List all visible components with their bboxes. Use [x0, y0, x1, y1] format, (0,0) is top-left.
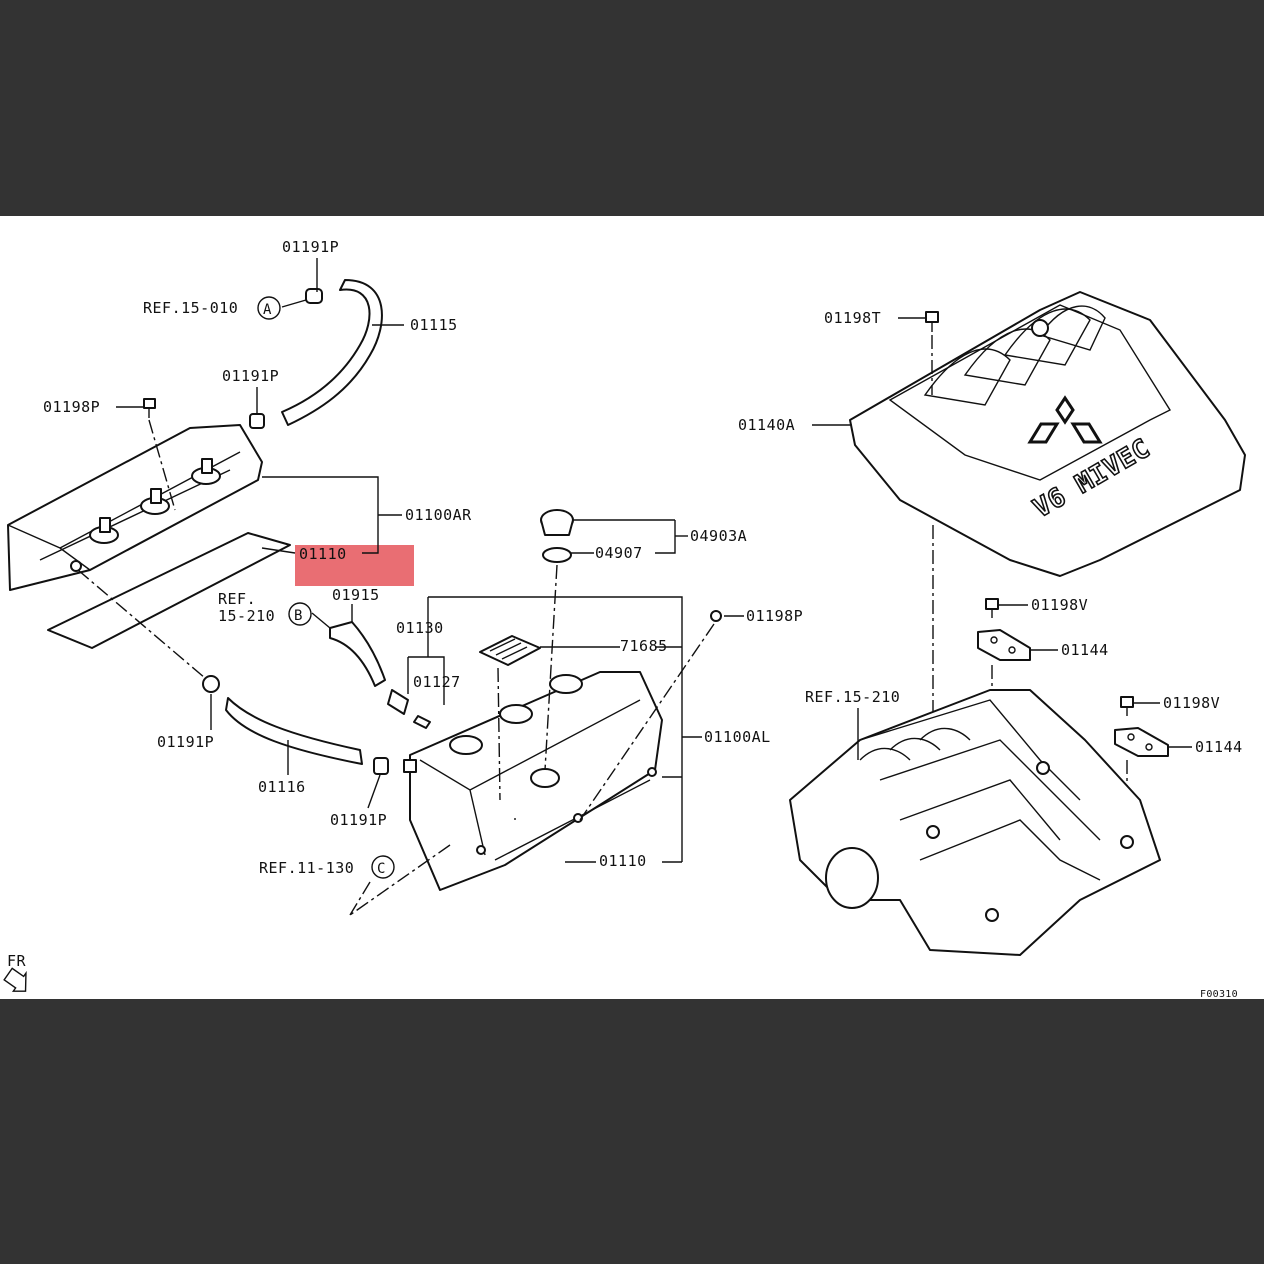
engine-cover-01140A[interactable]: V6 MIVEC [849, 291, 1246, 577]
label-01144-right[interactable]: 01144 [1195, 738, 1243, 756]
label-71685[interactable]: 71685 [620, 637, 668, 655]
label-01191P-left[interactable]: 01191P [157, 733, 214, 751]
label-01100AL[interactable]: 01100AL [704, 728, 771, 746]
label-ref-15-210-b-line1[interactable]: REF. [218, 590, 256, 608]
clip-01191P-bottom[interactable] [373, 757, 389, 775]
label-01140A[interactable]: 01140A [738, 416, 795, 434]
clip-01191P-mid[interactable] [249, 413, 265, 429]
ref-circle-c: C [371, 855, 395, 879]
highlight-01110 [295, 545, 414, 586]
bolt-01198V-right[interactable] [1120, 696, 1134, 716]
hose-01915[interactable] [329, 621, 386, 687]
ref-circle-b: B [288, 602, 312, 626]
label-ref-15-210[interactable]: REF.15-210 [805, 688, 900, 706]
label-01198P-right[interactable]: 01198P [746, 607, 803, 625]
hose-01116[interactable] [225, 697, 363, 765]
gasket-04907[interactable] [542, 547, 572, 563]
bolt-01198T[interactable] [925, 311, 939, 332]
label-01915[interactable]: 01915 [332, 586, 380, 604]
ref-circle-a: A [257, 296, 281, 320]
label-01116[interactable]: 01116 [258, 778, 306, 796]
gasket-rh[interactable] [47, 532, 291, 649]
label-01191P-bottom[interactable]: 01191P [330, 811, 387, 829]
clip-01191P-left[interactable] [202, 675, 220, 693]
rocker-cover-rh[interactable] [7, 424, 263, 591]
ref-circle-b-letter: B [294, 608, 303, 624]
label-04903A[interactable]: 04903A [690, 527, 747, 545]
label-01198T[interactable]: 01198T [824, 309, 881, 327]
pcv-valve-01127[interactable] [387, 689, 431, 729]
label-ref-11-130[interactable]: REF.11-130 [259, 859, 354, 877]
ref-circle-c-letter: C [377, 861, 386, 877]
intake-manifold-ref[interactable] [789, 689, 1161, 956]
front-orientation-indicator: FR [3, 952, 27, 992]
label-01191P-mid[interactable]: 01191P [222, 367, 279, 385]
label-01127[interactable]: 01127 [413, 673, 461, 691]
label-01198P-left[interactable]: 01198P [43, 398, 100, 416]
orientation-label: FR [7, 952, 27, 970]
bolt-01198P-right[interactable] [710, 610, 722, 622]
label-04907[interactable]: 04907 [595, 544, 643, 562]
label-ref-15-010[interactable]: REF.15-010 [143, 299, 238, 317]
front-arrow-icon [3, 967, 27, 992]
label-01100AR[interactable]: 01100AR [405, 506, 472, 524]
label-01110-bottom[interactable]: 01110 [599, 852, 647, 870]
mitsubishi-emblem-icon [1027, 395, 1103, 444]
label-plate-71685[interactable] [479, 635, 541, 666]
clip-01191P-top[interactable] [305, 288, 323, 304]
oil-cap-04903A[interactable] [540, 509, 574, 536]
label-01144-top[interactable]: 01144 [1061, 641, 1109, 659]
bolt-01198P-left[interactable] [143, 398, 156, 418]
leader-lines [116, 258, 1192, 863]
label-01130[interactable]: 01130 [396, 619, 444, 637]
ref-circle-a-letter: A [263, 302, 272, 318]
bracket-01144-right[interactable] [1114, 727, 1169, 757]
part-labels: 01191P REF.15-010 01115 01191P 01198P 01… [43, 238, 1243, 877]
label-01191P-top[interactable]: 01191P [282, 238, 339, 256]
label-01110-top[interactable]: 01110 [299, 545, 347, 563]
label-01198V-top[interactable]: 01198V [1031, 596, 1088, 614]
figure-code: F00310 [1200, 989, 1238, 1000]
label-01115[interactable]: 01115 [410, 316, 458, 334]
label-ref-15-210-b-line2[interactable]: 15-210 [218, 607, 275, 625]
bolt-01198V-top[interactable] [985, 598, 999, 618]
bracket-01144-top[interactable] [977, 629, 1031, 661]
hose-01115[interactable] [281, 279, 383, 426]
label-01198V-right[interactable]: 01198V [1163, 694, 1220, 712]
